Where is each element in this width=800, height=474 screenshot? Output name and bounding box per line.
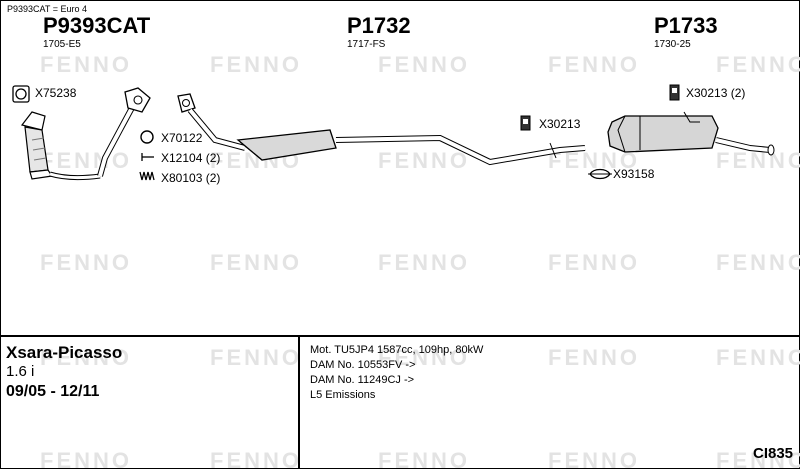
- catalytic-converter: [20, 87, 151, 181]
- part-ref-middle: 1717-FS: [347, 39, 386, 50]
- watermark-text: FENNO: [40, 52, 132, 77]
- note-line: DAM No. 11249CJ ->: [310, 374, 415, 386]
- watermark-text: FENNO: [40, 148, 132, 173]
- vehicle-engine: 1.6 i: [6, 363, 35, 380]
- watermark-text: FENNO: [210, 250, 302, 275]
- watermark-text: FENNO: [40, 345, 132, 370]
- watermark-text: FENNO: [378, 52, 470, 77]
- watermark-text: FENNO: [716, 250, 800, 275]
- callout-gasket: X75238: [35, 86, 77, 100]
- watermark-text: FENNO: [548, 448, 640, 473]
- watermark-text: FENNO: [378, 448, 470, 473]
- watermark-text: FENNO: [40, 448, 132, 473]
- watermark-text: FENNO: [210, 52, 302, 77]
- part-ref-rear: 1730-25: [654, 39, 691, 50]
- callout-bolt: X12104 (2): [161, 151, 221, 165]
- watermark-text: FENNO: [378, 250, 470, 275]
- vehicle-model: Xsara-Picasso: [6, 343, 123, 362]
- clamp-icon: [520, 115, 531, 131]
- intermediate-pipe: [177, 93, 586, 166]
- gasket-icon: [12, 85, 30, 103]
- callout-seal: X93158: [613, 167, 655, 181]
- part-code-rear: P1733: [654, 13, 718, 38]
- part-ref-front: 1705-E5: [43, 39, 81, 50]
- ring-icon: [140, 130, 154, 144]
- callout-clamp: X30213: [539, 117, 581, 131]
- note-line: DAM No. 10553FV ->: [310, 359, 416, 371]
- part-code-middle: P1732: [347, 13, 411, 38]
- exhaust-system-drawing: [12, 84, 775, 181]
- spring-icon: [139, 171, 155, 181]
- watermark-text: FENNO: [378, 345, 470, 370]
- watermark-text: FENNO: [716, 52, 800, 77]
- watermark-text: FENNO: [378, 148, 470, 173]
- callout-spring: X80103 (2): [161, 171, 221, 185]
- vehicle-years: 09/05 - 12/11: [6, 383, 100, 400]
- part-code-front: P9393CAT: [43, 13, 151, 38]
- watermark-text: FENNO: [210, 345, 302, 370]
- watermark-text: FENNO: [548, 250, 640, 275]
- watermark-text: FENNO: [210, 448, 302, 473]
- seal-icon: [588, 168, 612, 180]
- rear-muffler: [607, 111, 775, 156]
- note-line: L5 Emissions: [310, 389, 376, 401]
- bolt-icon: [141, 153, 154, 161]
- diagram-id: CI835: [753, 445, 794, 462]
- note-line: Mot. TU5JP4 1587cc, 109hp, 80kW: [310, 344, 484, 356]
- watermark-text: FENNO: [548, 52, 640, 77]
- callout-ring: X70122: [161, 131, 203, 145]
- watermark-text: FENNO: [716, 148, 800, 173]
- watermark-text: FENNO: [40, 250, 132, 275]
- watermark-text: FENNO: [716, 345, 800, 370]
- section-divider: [0, 335, 800, 337]
- info-divider: [298, 336, 300, 469]
- watermark-text: FENNO: [548, 345, 640, 370]
- hanger-icon: [669, 84, 680, 101]
- header-note: P9393CAT = Euro 4: [7, 4, 87, 14]
- callout-hanger: X30213 (2): [686, 86, 746, 100]
